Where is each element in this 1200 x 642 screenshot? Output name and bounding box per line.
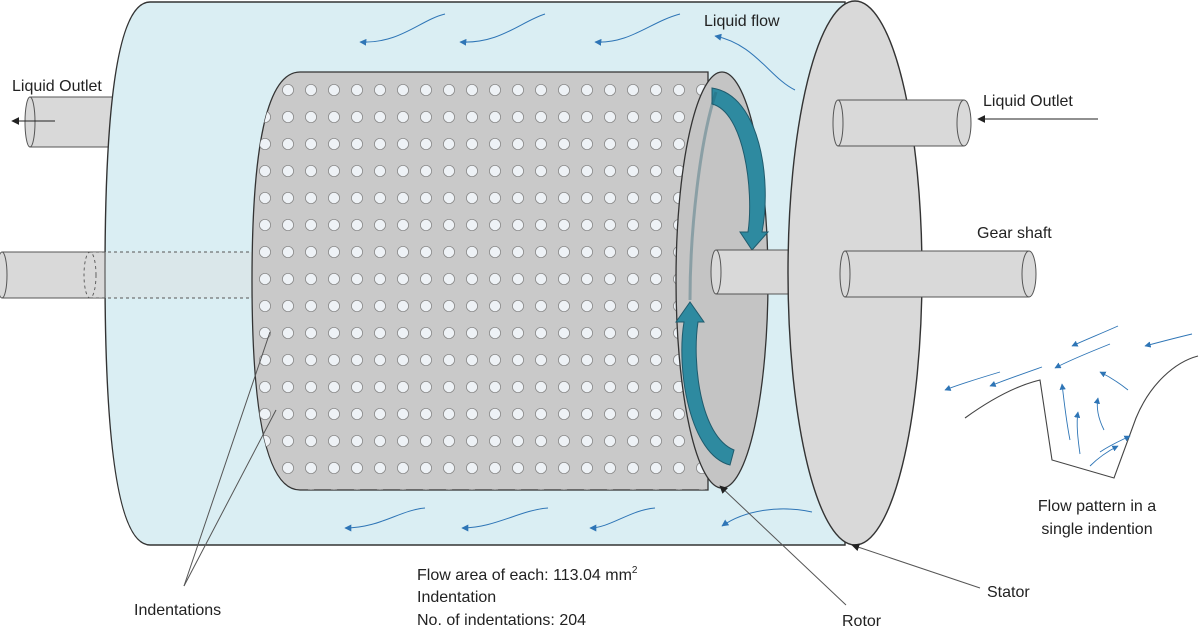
flow-pattern-label-line1: Flow pattern in a (1038, 498, 1156, 515)
indentation-leader-b (183, 409, 277, 587)
indentation-leader-a (183, 331, 271, 587)
right-outlet-pipe (832, 99, 972, 147)
liquid-flow-arrows-top (359, 13, 796, 91)
flow-pattern-label-line2: single indention (1041, 521, 1152, 538)
indentation-count-label: No. of indentations: 204 (417, 612, 586, 629)
liquid-flow-arrows-bottom (344, 507, 813, 532)
rotation-arrow-lower (675, 301, 735, 466)
flow-area-exponent: 2 (632, 565, 638, 576)
indentation-flow-pattern (944, 325, 1199, 479)
liquid-flow-label: Liquid flow (704, 13, 780, 30)
indentation-holes (252, 72, 708, 490)
flow-area-label: Flow area of each: 113.04 mm2 (417, 565, 638, 584)
leader-lines (183, 331, 981, 606)
flow-area-prefix: Flow area of each: 113.04 mm (417, 567, 632, 584)
rotor-body (251, 71, 709, 491)
rotor-leader (719, 485, 847, 606)
inner-shaft (83, 251, 279, 299)
indentation-line: Indentation (417, 589, 496, 606)
rotor-label: Rotor (842, 613, 882, 630)
right-gear-shaft (839, 250, 1037, 298)
stator-label: Stator (987, 584, 1030, 601)
gear-shaft-label: Gear shaft (977, 225, 1052, 242)
liquid-outlet-right-label: Liquid Outlet (983, 93, 1073, 110)
left-shaft (0, 251, 123, 299)
indentations-label: Indentations (134, 602, 221, 619)
liquid-outlet-left-label: Liquid Outlet (12, 78, 102, 95)
indentation-profile (964, 355, 1199, 479)
stator-leader (851, 543, 981, 589)
